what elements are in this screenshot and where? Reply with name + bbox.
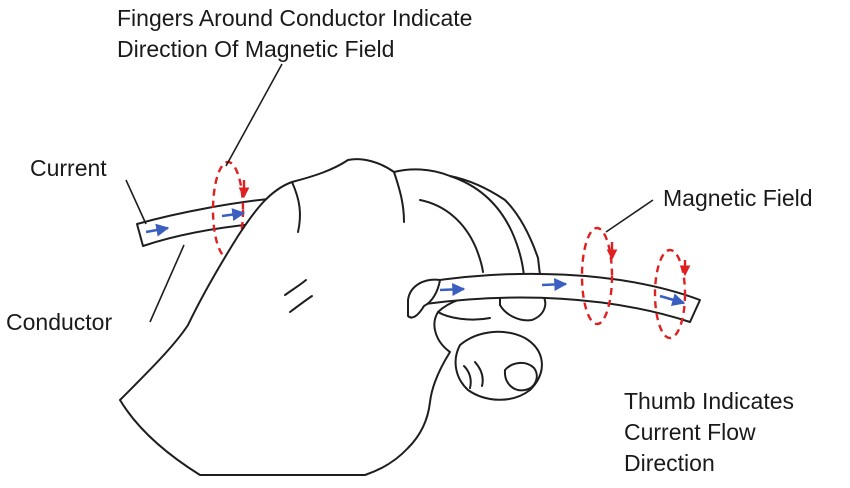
label-thumb-line3: Direction bbox=[624, 450, 715, 476]
thumb-tip bbox=[407, 278, 441, 319]
label-thumb-line1: Thumb Indicates bbox=[624, 388, 794, 414]
leader-lines bbox=[125, 63, 654, 323]
current-arrows bbox=[145, 208, 686, 306]
label-fingers-line1: Fingers Around Conductor Indicate bbox=[117, 5, 472, 31]
label-conductor: Conductor bbox=[6, 309, 112, 335]
labels: Fingers Around Conductor Indicate Direct… bbox=[6, 5, 813, 476]
conductor-right bbox=[419, 272, 701, 323]
label-fingers-line2: Direction Of Magnetic Field bbox=[117, 36, 394, 62]
label-thumb-line2: Current Flow bbox=[624, 419, 756, 445]
label-current: Current bbox=[30, 155, 107, 181]
label-magnetic-field: Magnetic Field bbox=[663, 185, 813, 211]
field-direction-arrows bbox=[238, 180, 691, 277]
hand bbox=[119, 158, 547, 476]
